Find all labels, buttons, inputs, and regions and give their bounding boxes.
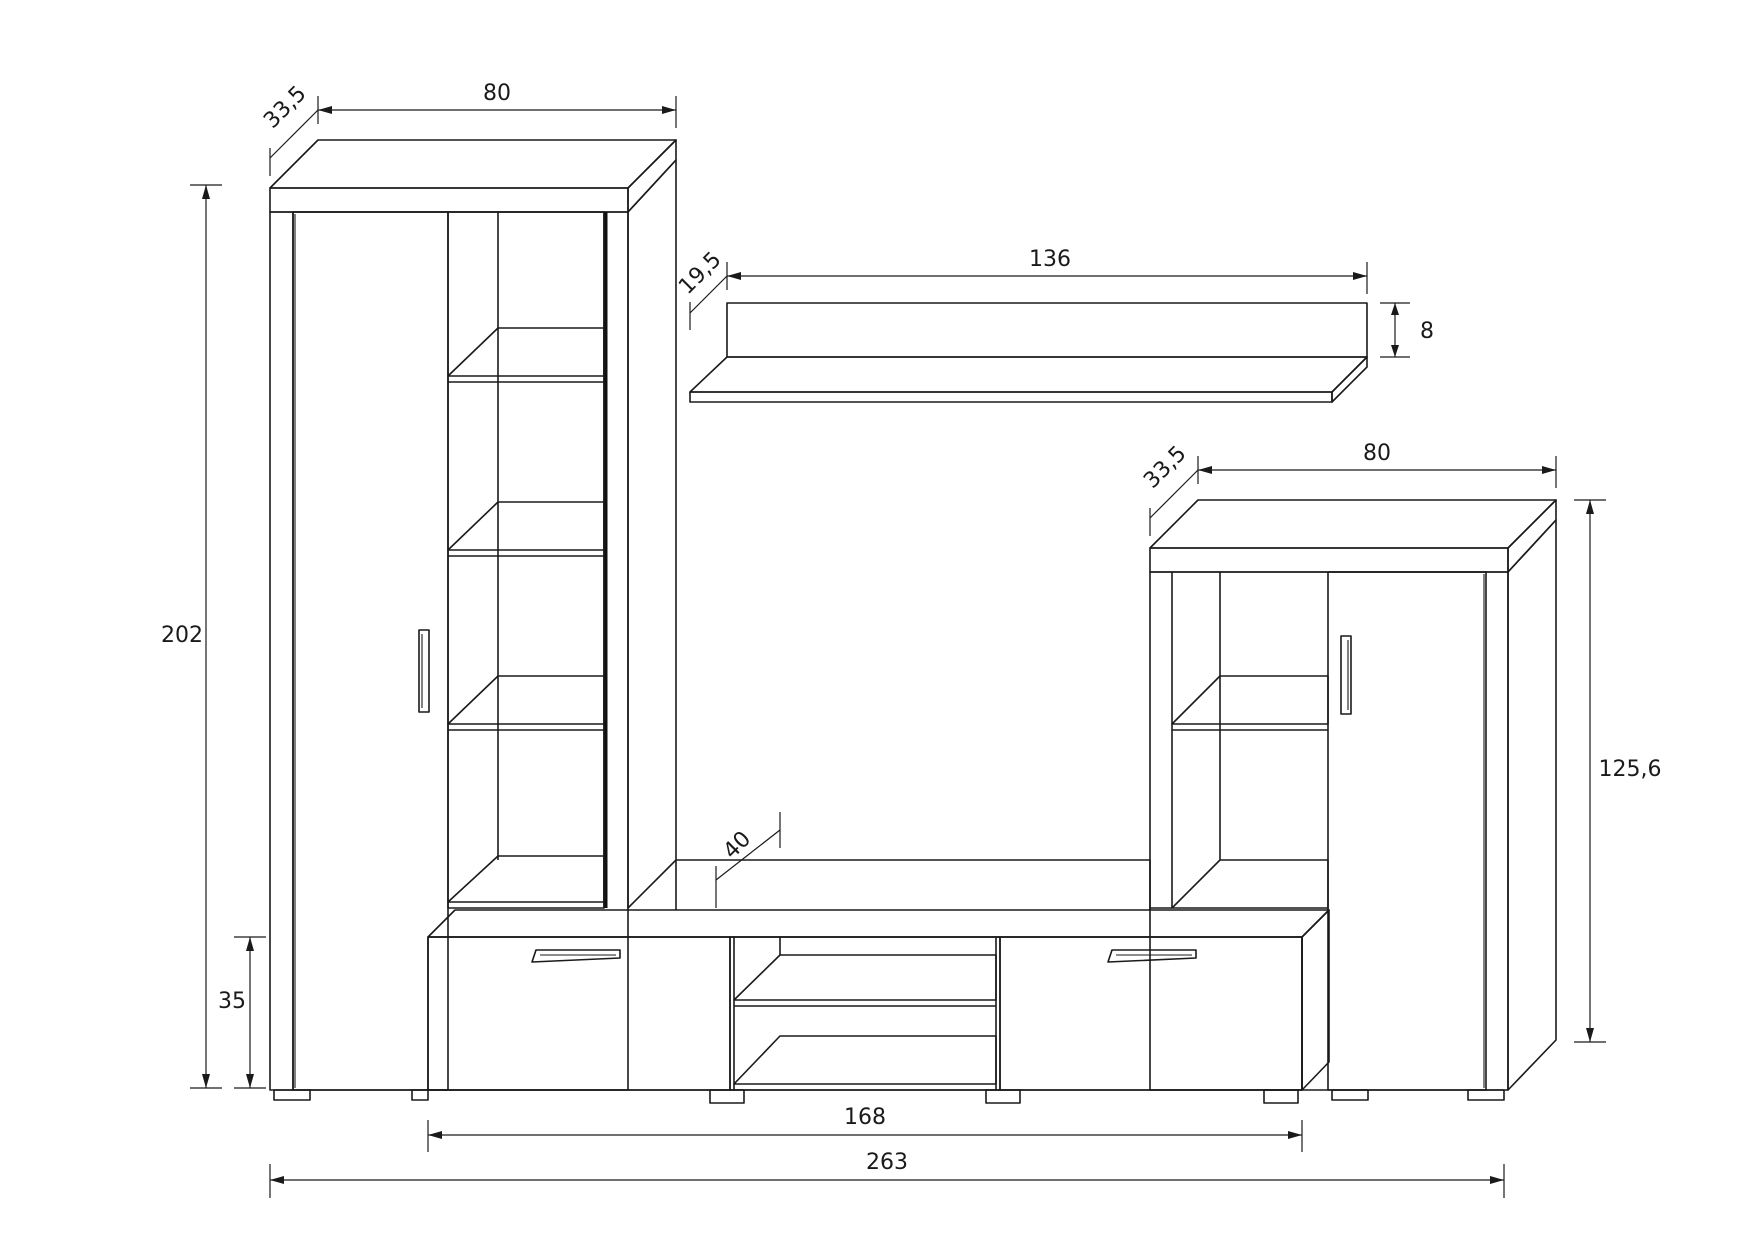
foot	[273, 1089, 311, 1101]
foot	[1467, 1089, 1505, 1101]
dimension-lines	[190, 96, 1606, 1198]
shelf-height-label: 8	[1420, 319, 1434, 344]
low-cabinet	[1149, 499, 1557, 1101]
tall-height-label: 202	[161, 623, 203, 648]
foot	[411, 1089, 429, 1101]
foot	[985, 1089, 1021, 1104]
tall-width-label: 80	[483, 81, 511, 106]
right-drawer-handle	[1107, 949, 1197, 963]
foot	[1331, 1089, 1369, 1101]
low-cabinet-door	[1327, 571, 1487, 1091]
foot	[709, 1089, 745, 1104]
tall-depth-label: 33,5	[259, 81, 311, 133]
tv-stand	[427, 859, 1330, 1104]
left-drawer-handle	[531, 949, 621, 963]
foot	[1263, 1089, 1299, 1104]
wall-shelf	[689, 302, 1368, 403]
tall-door-handle	[418, 629, 430, 713]
low-width-label: 80	[1363, 441, 1391, 466]
base-height-label: 35	[218, 989, 246, 1014]
tv-depth-label: 40	[719, 827, 756, 864]
shelf-width-label: 136	[1029, 247, 1071, 272]
low-door-handle	[1340, 635, 1352, 715]
low-height-label: 125,6	[1599, 757, 1662, 782]
total-width-label: 263	[866, 1150, 908, 1175]
tall-cabinet-door	[292, 211, 449, 1091]
low-depth-label: 33,5	[1139, 441, 1191, 493]
shelf-depth-label: 19,5	[674, 247, 726, 299]
tv-width-label: 168	[844, 1105, 886, 1130]
dimension-labels: 80 33,5 202 35 136 19,5 8 80 33,5 125,6 …	[161, 81, 1661, 1175]
tall-cabinet	[269, 139, 677, 1101]
